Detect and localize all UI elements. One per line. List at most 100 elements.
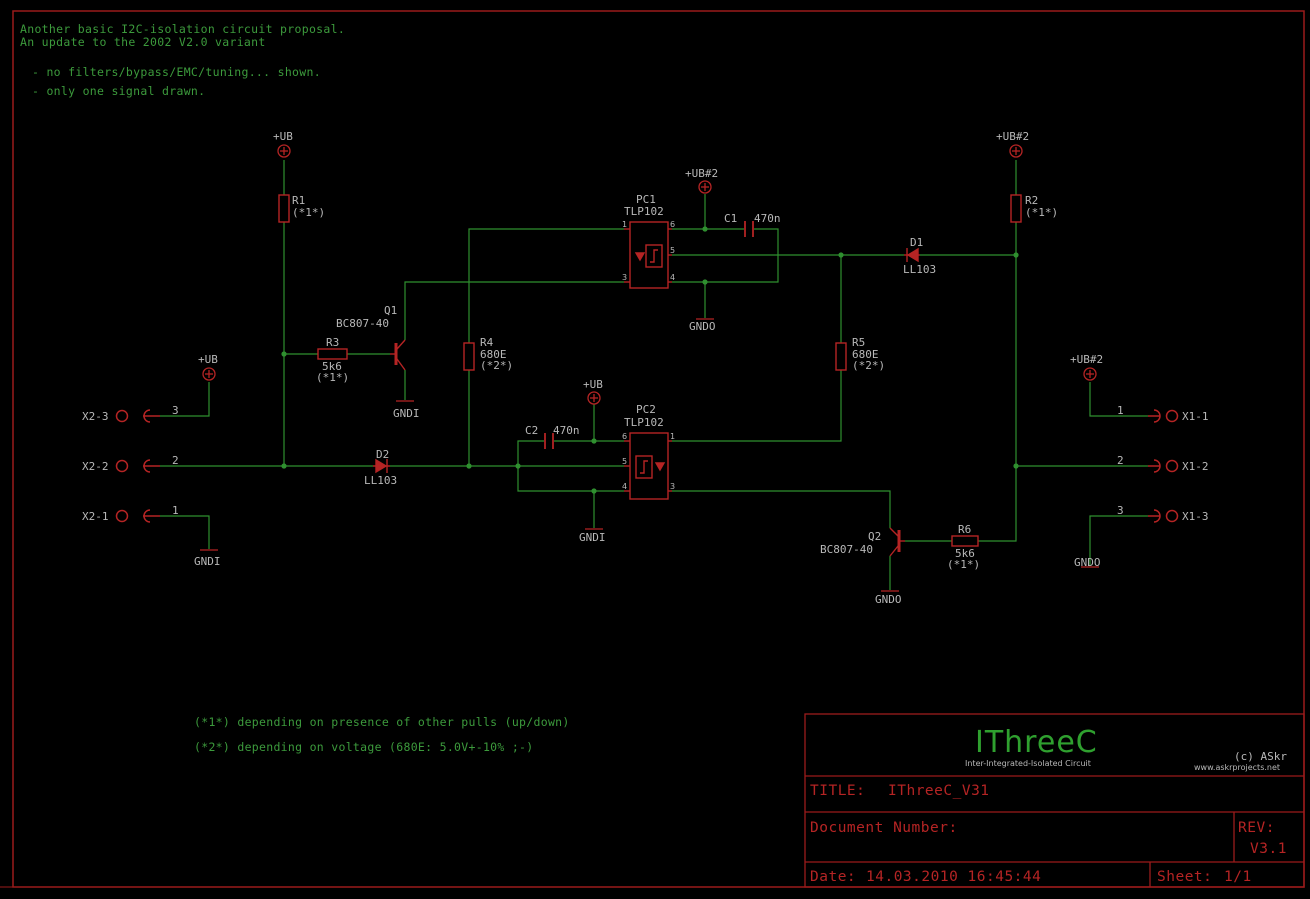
r6-value: 5k6 <box>955 547 975 560</box>
connector-x2-3-pin: 3 <box>172 404 179 417</box>
connector-x1-3[interactable] <box>1148 509 1179 523</box>
ground-gndo-x1-label: GNDO <box>1074 556 1101 569</box>
header-notes: Another basic I2C-isolation circuit prop… <box>20 22 345 98</box>
note-line-1: Another basic I2C-isolation circuit prop… <box>20 22 345 36</box>
connector-x2-3[interactable] <box>115 409 161 423</box>
pin-numbers: 1 3 4 5 6 6 5 4 1 3 <box>622 220 675 491</box>
r4-value: 680E <box>480 348 507 361</box>
resistor-r6-body <box>951 535 979 547</box>
pc2-value: TLP102 <box>624 416 664 429</box>
pc1-name: PC1 <box>636 193 656 206</box>
resistor-r3-body <box>317 348 348 360</box>
website-text: www.askrprojects.net <box>1194 763 1280 772</box>
q2-name: Q2 <box>868 530 881 543</box>
supply-ub-pc2-label: +UB <box>583 378 603 391</box>
connector-x1-1[interactable] <box>1148 409 1179 423</box>
supply-symbols <box>200 144 1099 592</box>
resistor-r5-body <box>835 342 847 371</box>
supply-ub2-pc1-label: +UB#2 <box>685 167 718 180</box>
connector-x2-1-label: X2-1 <box>82 510 109 523</box>
drawing-frame <box>0 10 1305 888</box>
r3-name: R3 <box>326 336 339 349</box>
pc1-pin-4: 4 <box>670 273 675 282</box>
supply-labels: +UB +UB#2 +UB#2 +UB +UB +UB#2 GNDI GNDO … <box>194 130 1103 606</box>
connector-x2-3-label: X2-3 <box>82 410 109 423</box>
copyright-text: (c) ASkr <box>1234 750 1287 763</box>
junctions <box>281 226 1019 494</box>
resistor-r1-body <box>278 194 290 223</box>
wires <box>160 160 1148 590</box>
ground-gndi-x2-label: GNDI <box>194 555 221 568</box>
pc2-pin-1: 1 <box>670 432 675 441</box>
pc1-pin-5: 5 <box>670 246 675 255</box>
q2-value: BC807-40 <box>820 543 873 556</box>
pc1-pin-3: 3 <box>622 273 627 282</box>
optocoupler-pc2 <box>624 432 672 500</box>
pc2-pin-6: 6 <box>622 432 627 441</box>
document-number-label: Document Number: <box>810 820 958 836</box>
connector-x1-1-label: X1-1 <box>1182 410 1209 423</box>
connector-x1-3-label: X1-3 <box>1182 510 1209 523</box>
connector-x2-1[interactable] <box>115 509 161 523</box>
q1-name: Q1 <box>384 304 397 317</box>
r3-value: 5k6 <box>322 360 342 373</box>
connector-x2-2-label: X2-2 <box>82 460 109 473</box>
date-value: 14.03.2010 16:45:44 <box>866 869 1041 885</box>
rev-label: REV: <box>1238 820 1275 836</box>
d1-name: D1 <box>910 236 923 249</box>
c1-name: C1 <box>724 212 737 225</box>
r5-name: R5 <box>852 336 865 349</box>
resistor-r4-body <box>463 342 475 371</box>
pc2-pin-3: 3 <box>670 482 675 491</box>
pc2-name: PC2 <box>636 403 656 416</box>
pc1-value: TLP102 <box>624 205 664 218</box>
connector-x1-3-pin: 3 <box>1117 504 1124 517</box>
footnote-1: (*1*) depending on presence of other pul… <box>194 715 570 729</box>
pc1-pin-6: 6 <box>670 220 675 229</box>
d2-value: LL103 <box>364 474 397 487</box>
supply-ub2-pc1 <box>698 180 712 194</box>
capacitors <box>544 221 754 449</box>
r1-value: (*1*) <box>292 206 325 219</box>
d2-name: D2 <box>376 448 389 461</box>
note-line-3: - no filters/bypass/EMC/tuning... shown. <box>32 65 321 79</box>
resistors <box>278 194 1022 547</box>
r2-value: (*1*) <box>1025 206 1058 219</box>
connector-x1-1-pin: 1 <box>1117 404 1124 417</box>
supply-ub-r1 <box>277 144 291 158</box>
connector-x1-2[interactable] <box>1148 459 1179 473</box>
r3-note: (*1*) <box>316 371 349 384</box>
r2-name: R2 <box>1025 194 1038 207</box>
connector-x1-2-pin: 2 <box>1117 454 1124 467</box>
r4-name: R4 <box>480 336 494 349</box>
connector-x2-2[interactable] <box>115 459 161 473</box>
logo-subtitle: Inter-Integrated-Isolated Circuit <box>965 759 1091 768</box>
d1-value: LL103 <box>903 263 936 276</box>
supply-ub2-r2-label: +UB#2 <box>996 130 1029 143</box>
r5-value: 680E <box>852 348 879 361</box>
footnotes: (*1*) depending on presence of other pul… <box>194 715 570 754</box>
sheet-label: Sheet: <box>1157 869 1212 885</box>
transistor-q2 <box>889 527 905 557</box>
supply-ub-pc2 <box>587 391 601 405</box>
supply-ub2-r2 <box>1009 144 1023 158</box>
sheet-value: 1/1 <box>1224 869 1252 885</box>
pc2-pin-5: 5 <box>622 457 627 466</box>
ground-gndi-pc2-label: GNDI <box>579 531 606 544</box>
title-block: IThreeC Inter-Integrated-Isolated Circui… <box>804 713 1305 888</box>
r1-name: R1 <box>292 194 305 207</box>
pc1-pin-1: 1 <box>622 220 627 229</box>
supply-ub-x2 <box>202 367 216 381</box>
rev-value: V3.1 <box>1250 841 1287 857</box>
supply-ub2-x1 <box>1083 367 1097 381</box>
title-label: TITLE: <box>810 783 865 799</box>
r6-name: R6 <box>958 523 971 536</box>
note-line-4: - only one signal drawn. <box>32 84 205 98</box>
pc2-pin-4: 4 <box>622 482 627 491</box>
connectors <box>115 409 1179 523</box>
component-labels: R1 (*1*) R2 (*1*) R3 5k6 (*1*) R4 680E (… <box>292 193 1058 571</box>
date-label: Date: <box>810 869 856 885</box>
logo-text: IThreeC <box>975 725 1098 760</box>
connector-x1-2-label: X1-2 <box>1182 460 1209 473</box>
